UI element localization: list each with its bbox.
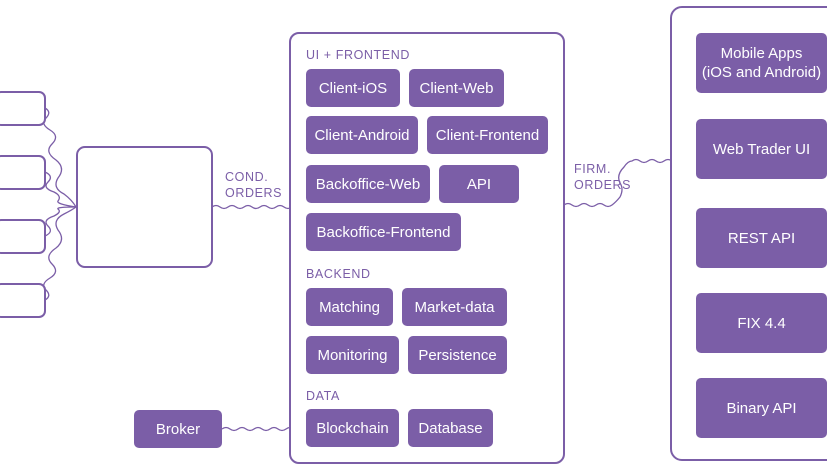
firm-orders-label: FIRM. ORDERS [574, 162, 632, 192]
wire-client-1 [43, 107, 77, 208]
api-pill: API [439, 165, 519, 203]
fix-44-pill: FIX 4.4 [696, 293, 827, 353]
matching-pill: Matching [306, 288, 393, 326]
client-frontend-pill: Client-Frontend [427, 116, 548, 154]
persistence-pill: Persistence [408, 336, 507, 374]
frontend-section-title: UI + FRONTEND [306, 48, 410, 62]
backoffice-web-pill: Backoffice-Web [306, 165, 430, 203]
backend-section-title: BACKEND [306, 267, 371, 281]
conditional-orders-box [76, 146, 213, 268]
cond-orders-label: COND. ORDERS [225, 170, 283, 200]
monitoring-pill: Monitoring [306, 336, 399, 374]
wire-client-4 [43, 206, 77, 301]
broker-pill: Broker [134, 410, 222, 448]
web-trader-ui-pill: Web Trader UI [696, 119, 827, 179]
client-ios-pill: Client-iOS [306, 69, 400, 107]
client-web-pill: Client-Web [409, 69, 504, 107]
client-node-3 [0, 219, 46, 254]
wire-client-3 [44, 206, 77, 237]
binary-api-pill: Binary API [696, 378, 827, 438]
mobile-apps-pill: Mobile Apps (iOS and Android) [696, 33, 827, 93]
blockchain-pill: Blockchain [306, 409, 399, 447]
client-node-2 [0, 155, 46, 190]
market-data-pill: Market-data [402, 288, 507, 326]
wire-client-2 [44, 171, 77, 208]
rest-api-pill: REST API [696, 208, 827, 268]
backoffice-frontend-pill: Backoffice-Frontend [306, 213, 461, 251]
wire-cond-orders [211, 204, 301, 210]
client-node-1 [0, 91, 46, 126]
client-node-4 [0, 283, 46, 318]
client-android-pill: Client-Android [306, 116, 418, 154]
database-pill: Database [408, 409, 493, 447]
data-section-title: DATA [306, 389, 340, 403]
